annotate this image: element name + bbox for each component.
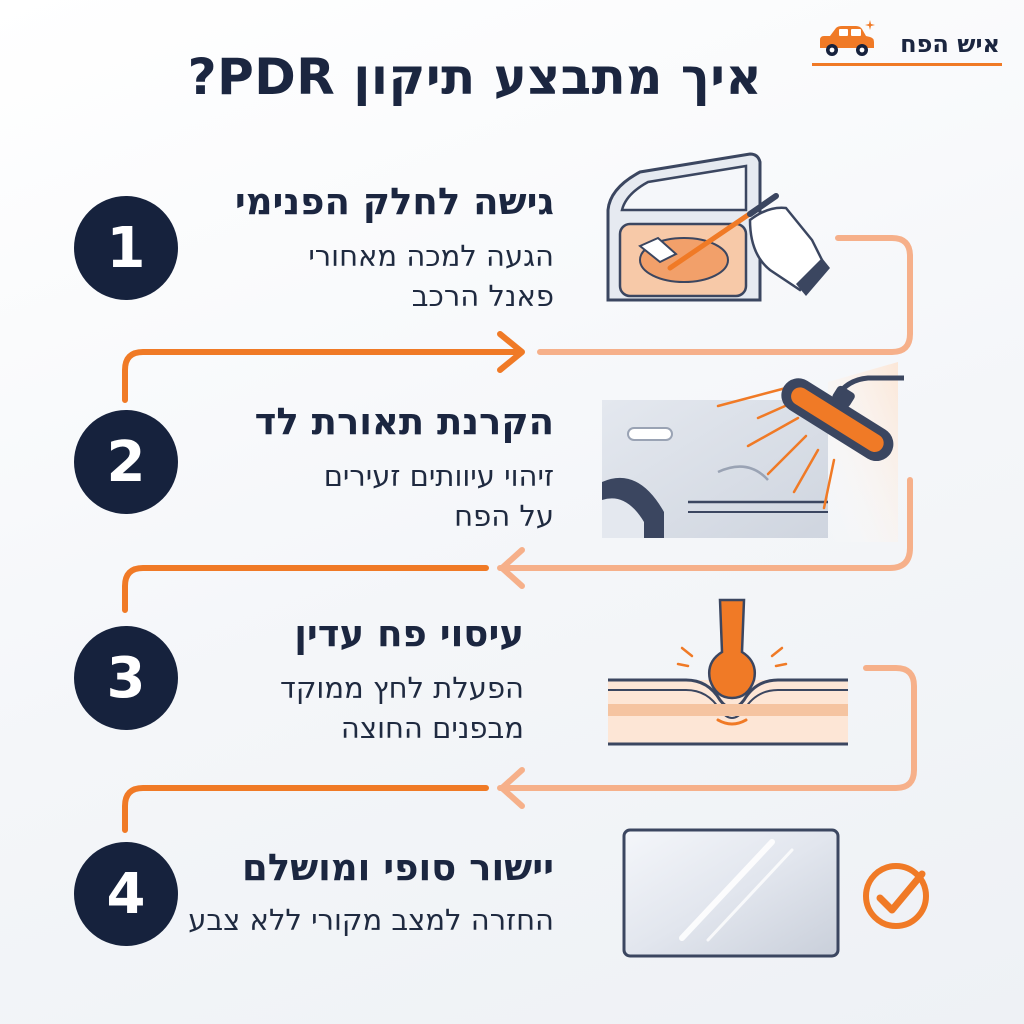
connector-1b — [122, 349, 523, 403]
step-1-desc-line1: הגעה למכה מאחורי — [308, 239, 554, 273]
step-3-title: עיסוי פח עדין — [294, 612, 524, 655]
brand-name: איש הפח — [900, 30, 1000, 58]
connector-3b — [122, 785, 489, 833]
car-icon — [820, 20, 875, 56]
arrow-head-2 — [499, 547, 525, 589]
connector-3 — [497, 665, 917, 791]
step-2-title: הקרנת תאורת לד — [254, 400, 554, 443]
connector-1 — [537, 235, 913, 355]
step-4-desc-line1: החזרה למצב מקורי ללא צבע — [188, 903, 554, 937]
step-1-title: גישה לחלק הפנימי — [234, 180, 554, 223]
connector-2b — [122, 565, 489, 613]
brand-underline — [812, 63, 1002, 66]
car-door-tool-icon — [606, 152, 830, 302]
led-light-panel-icon — [602, 362, 904, 542]
step-4-title: יישור סופי ומושלם — [241, 846, 554, 889]
arrow-head-3 — [499, 767, 525, 809]
step-1-desc-line2: פאנל הרכב — [411, 279, 554, 313]
step-4-number: 4 — [74, 842, 178, 946]
step-2-desc-line2: על הפח — [454, 499, 554, 533]
step-3-number: 3 — [74, 626, 178, 730]
arrow-head-1 — [497, 331, 525, 373]
smooth-panel-icon — [622, 828, 840, 958]
pressure-tool-icon — [608, 598, 848, 746]
step-2-number: 2 — [74, 410, 178, 514]
check-circle-icon — [863, 863, 929, 929]
step-3-desc-line1: הפעלת לחץ ממוקד — [280, 671, 524, 705]
connector-2 — [497, 477, 913, 571]
step-1-number: 1 — [74, 196, 178, 300]
step-3-desc-line2: מבפנים החוצה — [340, 711, 524, 745]
page-title: איך מתבצע תיקון PDR? — [187, 48, 763, 106]
step-2-desc-line1: זיהוי עיוותים זעירים — [323, 459, 554, 493]
